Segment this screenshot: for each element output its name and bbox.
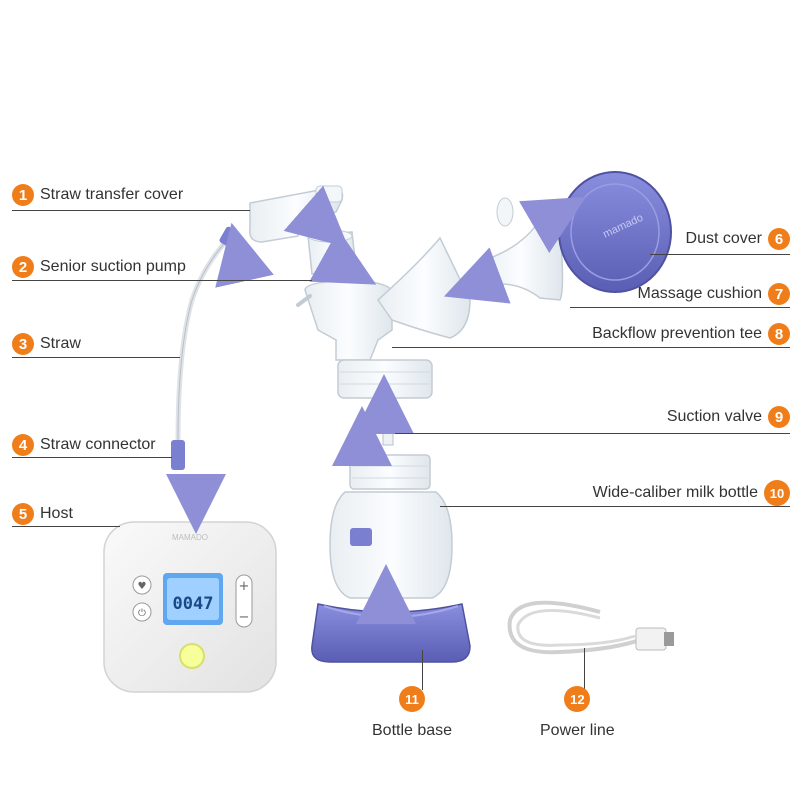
- power-icon: [132, 602, 152, 622]
- label-text-9: Suction valve: [666, 408, 762, 425]
- host-display-value: 0047: [173, 594, 214, 614]
- label-text-4: Straw connector: [40, 436, 156, 453]
- leader-7: [570, 307, 790, 308]
- badge-8: 8: [768, 323, 790, 345]
- label-host: 5 Host: [12, 503, 73, 525]
- badge-7: 7: [768, 283, 790, 305]
- svg-text:♥: ♥: [138, 581, 147, 592]
- badge-2: 2: [12, 256, 34, 278]
- label-senior-suction-pump: 2 Senior suction pump: [12, 256, 186, 278]
- svg-text:⏻: ⏻: [138, 608, 146, 619]
- label-text-1: Straw transfer cover: [40, 186, 184, 203]
- label-bottle-base: 11 Bottle base: [372, 686, 452, 740]
- massage-cushion: [477, 197, 564, 301]
- power-line-cable: [507, 600, 674, 655]
- badge-12: 12: [564, 686, 591, 712]
- label-text-6: Dust cover: [685, 230, 762, 247]
- leader-2: [12, 280, 312, 281]
- bottle-base: [311, 603, 471, 663]
- label-text-7: Massage cushion: [637, 285, 762, 302]
- label-backflow-prevention-tee: Backflow prevention tee 8: [592, 323, 790, 345]
- badge-3: 3: [12, 333, 34, 355]
- leader-5: [12, 526, 120, 527]
- label-straw-transfer-cover: 1 Straw transfer cover: [12, 184, 183, 206]
- badge-10: 10: [764, 480, 790, 506]
- straw-connector-part: [171, 440, 185, 470]
- leader-10: [440, 506, 790, 507]
- leader-8: [392, 347, 790, 348]
- label-text-3: Straw: [40, 335, 81, 352]
- suction-valve: [376, 414, 396, 446]
- assembly-arrows: [166, 185, 586, 624]
- heart-mode-icon: [132, 575, 152, 595]
- badge-5: 5: [12, 503, 34, 525]
- badge-4: 4: [12, 434, 34, 456]
- label-text-5: Host: [40, 505, 73, 522]
- plus-icon: +: [239, 579, 250, 594]
- minus-icon: −: [239, 610, 250, 625]
- label-power-line: 12 Power line: [540, 686, 615, 740]
- leader-12: [584, 648, 585, 690]
- leader-11: [422, 650, 423, 690]
- label-text-8: Backflow prevention tee: [592, 325, 762, 342]
- badge-11: 11: [399, 686, 426, 712]
- badge-9: 9: [768, 406, 790, 428]
- label-straw-connector: 4 Straw connector: [12, 434, 156, 456]
- label-milk-bottle: Wide-caliber milk bottle 10: [593, 480, 790, 506]
- badge-1: 1: [12, 184, 34, 206]
- pump-host: MAMADO 0047 ♥ ⏻ + −: [103, 521, 277, 693]
- leader-3: [12, 357, 180, 358]
- milk-bottle: [329, 454, 453, 599]
- leader-9: [395, 433, 790, 434]
- light-button-icon: [179, 643, 205, 669]
- badge-6: 6: [768, 228, 790, 250]
- label-dust-cover: Dust cover 6: [686, 228, 790, 250]
- label-text-11: Bottle base: [372, 722, 453, 739]
- label-text-2: Senior suction pump: [40, 258, 186, 275]
- label-massage-cushion: Massage cushion 7: [637, 283, 790, 305]
- leader-6: [650, 254, 790, 255]
- dust-cover: mamado: [558, 171, 672, 293]
- label-text-10: Wide-caliber milk bottle: [592, 484, 758, 501]
- label-straw: 3 Straw: [12, 333, 81, 355]
- host-brand-mark: MAMADO: [172, 533, 208, 542]
- leader-4: [12, 457, 172, 458]
- label-text-12: Power line: [540, 722, 615, 739]
- label-suction-valve: Suction valve 9: [667, 406, 790, 428]
- leader-1: [12, 210, 250, 211]
